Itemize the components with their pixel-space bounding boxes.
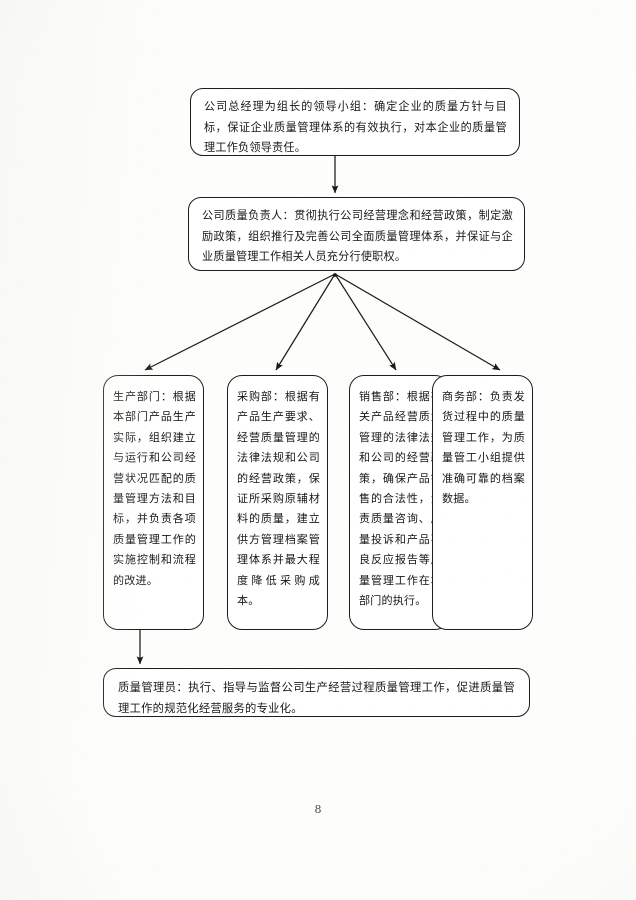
page-number: 8 bbox=[314, 803, 322, 816]
node-company-quality-officer[interactable]: 公司质量负责人：贯彻执行公司经营理念和经营政策，制定激励政策，组织推行及完善公司… bbox=[188, 197, 525, 271]
node-leadership-group[interactable]: 公司总经理为组长的领导小组：确定企业的质量方针与目标，保证企业质量管理体系的有效… bbox=[190, 88, 520, 156]
node-purchasing-text: 采购部：根据有产品生产要求、经营质量管理的法律法规和公司的经营政策，保证所采购原… bbox=[237, 390, 320, 608]
connector-to-purchasing bbox=[275, 273, 336, 371]
node-purchasing-department[interactable]: 采购部：根据有产品生产要求、经营质量管理的法律法规和公司的经营政策，保证所采购原… bbox=[227, 375, 328, 630]
node-production-department[interactable]: 生产部门：根据本部门产品生产实际，组织建立与运行和公司经营状况匹配的质量管理方法… bbox=[103, 375, 204, 630]
node-quality-officer-text: 公司质量负责人：贯彻执行公司经营理念和经营政策，制定激励政策，组织推行及完善公司… bbox=[202, 209, 513, 263]
connector-to-sales bbox=[334, 273, 397, 371]
node-leadership-text: 公司总经理为组长的领导小组：确定企业的质量方针与目标，保证企业质量管理体系的有效… bbox=[204, 100, 507, 154]
connector-to-production bbox=[144, 273, 336, 371]
node-business-text: 商务部：负责发货过程中的质量管理工作，为质量管工小组提供准确可靠的档案数据。 bbox=[442, 390, 525, 506]
node-quality-admin-text: 质量管理员：执行、指导与监督公司生产经营过程质量管理工作，促进质量管理工作的规范… bbox=[118, 681, 515, 715]
node-quality-administrator[interactable]: 质量管理员：执行、指导与监督公司生产经营过程质量管理工作，促进质量管理工作的规范… bbox=[103, 668, 530, 717]
connector-to-business bbox=[334, 273, 501, 371]
node-production-text: 生产部门：根据本部门产品生产实际，组织建立与运行和公司经营状况匹配的质量管理方法… bbox=[113, 390, 196, 587]
node-business-department[interactable]: 商务部：负责发货过程中的质量管理工作，为质量管工小组提供准确可靠的档案数据。 bbox=[432, 375, 533, 630]
connector-fanout-to-departments bbox=[144, 273, 501, 371]
